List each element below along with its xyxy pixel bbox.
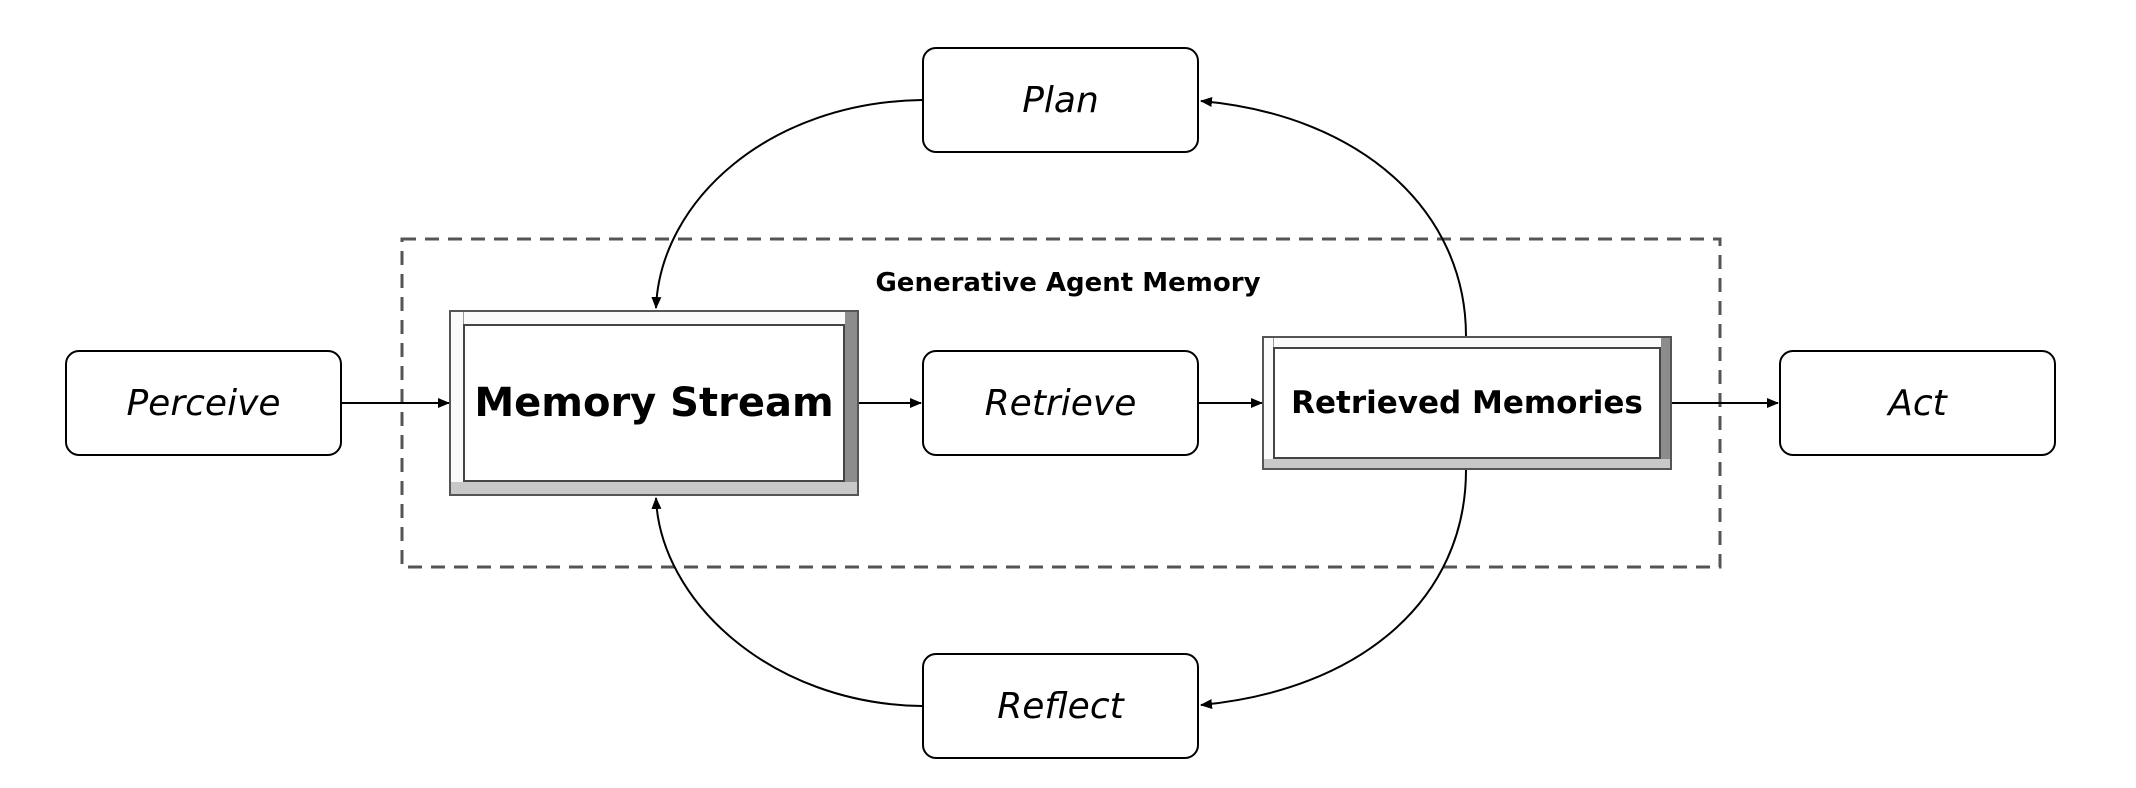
node-act: Act: [1779, 350, 2056, 456]
node-perceive: Perceive: [65, 350, 342, 456]
bevel-right-edge: [1661, 338, 1670, 468]
arrow-retrieved-memories-to-plan: [1200, 96, 1467, 337]
node-retrieve: Retrieve: [922, 350, 1199, 456]
arrow-reflect-to-memory-stream: [651, 497, 923, 707]
node-retrieve-label: Retrieve: [984, 382, 1137, 424]
bevel-bottom-edge: [451, 482, 857, 494]
node-reflect: Reflect: [922, 653, 1199, 759]
bevel-bottom-edge: [1264, 459, 1670, 468]
node-memory-stream: Memory Stream: [449, 310, 859, 496]
node-memory-stream-face: Memory Stream: [463, 324, 845, 482]
arrow-plan-to-memory-stream: [651, 99, 923, 309]
bevel-right-edge: [845, 312, 857, 494]
node-act-label: Act: [1888, 382, 1947, 424]
node-plan-label: Plan: [1022, 79, 1099, 121]
node-retrieved-memories-face: Retrieved Memories: [1273, 347, 1661, 459]
node-retrieved-memories-label: Retrieved Memories: [1291, 385, 1643, 421]
node-retrieved-memories: Retrieved Memories: [1262, 336, 1672, 470]
node-plan: Plan: [922, 47, 1199, 153]
node-reflect-label: Reflect: [997, 685, 1124, 727]
node-memory-stream-label: Memory Stream: [474, 380, 834, 426]
arrow-retrieved-memories-to-reflect: [1200, 469, 1467, 709]
group-title: Generative Agent Memory: [875, 268, 1261, 298]
node-perceive-label: Perceive: [126, 382, 281, 424]
